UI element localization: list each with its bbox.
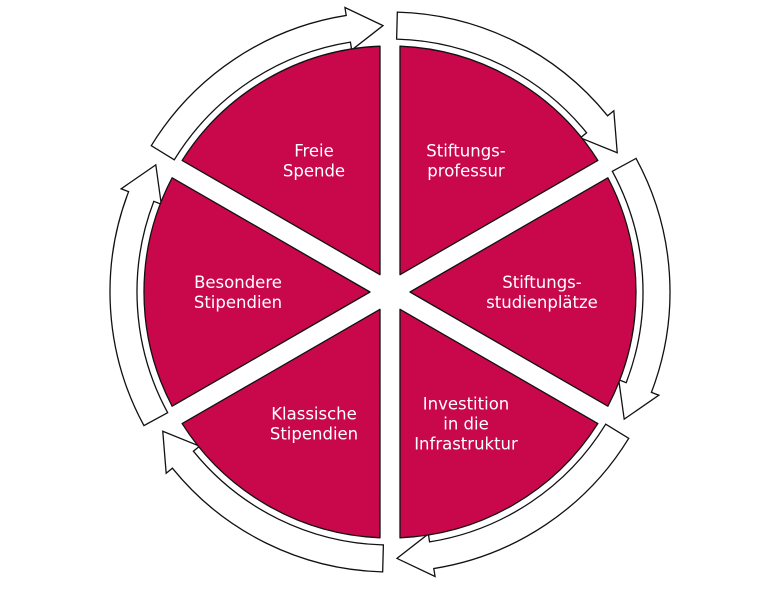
cycle-arrow-besondere-stipendien (109, 163, 169, 427)
label-line: Investition (423, 395, 510, 414)
label-line: in die (443, 415, 489, 434)
cycle-arrow-stiftungsstudienplaetze (611, 157, 671, 421)
label-line: studienplätze (486, 293, 598, 312)
label-line: Klassische (271, 405, 357, 424)
label-line: Freie (294, 141, 334, 160)
segment-klassische-stipendien (181, 308, 381, 539)
cycle-arrow-investition (395, 423, 630, 578)
label-stiftungsprofessur: Stiftungs-professur (426, 141, 506, 180)
cycle-arrow-klassische-stipendien (162, 430, 385, 573)
label-line: Stiftungs- (426, 141, 506, 160)
pie-segments (143, 45, 637, 539)
segment-stiftungsprofessur (399, 45, 599, 276)
segment-labels: Stiftungs-professurStiftungs-studienplät… (194, 141, 598, 453)
label-line: Stiftungs- (502, 273, 582, 292)
segment-stiftungsstudienplaetze (409, 177, 637, 407)
segment-investition (399, 308, 599, 539)
label-line: Besondere (194, 273, 282, 292)
cycle-arrow-freie-spende (150, 6, 385, 161)
cycle-arrow-stiftungsprofessur (395, 11, 618, 154)
label-line: Stipendien (194, 293, 282, 312)
label-stiftungsstudienplaetze: Stiftungs-studienplätze (486, 273, 598, 312)
cycle-arrows (109, 6, 671, 578)
segment-freie-spende (181, 45, 381, 276)
label-line: Stipendien (270, 425, 358, 444)
segment-besondere-stipendien (143, 177, 371, 407)
label-line: Spende (283, 161, 345, 180)
label-line: professur (427, 161, 505, 180)
label-line: Infrastruktur (414, 435, 518, 454)
